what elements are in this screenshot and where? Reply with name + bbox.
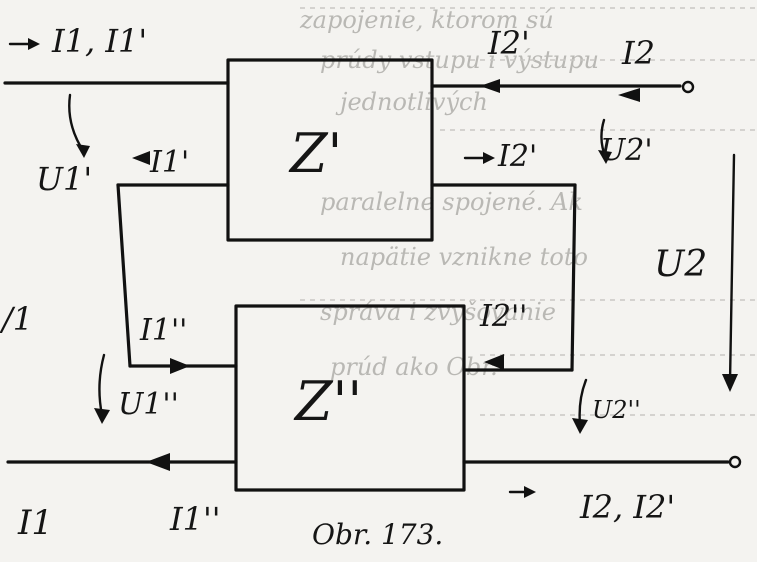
label-i1-i1prime-top: I1, I1' (51, 22, 147, 60)
bleed-line: paralelne spojené. Ak (320, 188, 583, 216)
label-left-mark: /1 (0, 300, 33, 338)
bleed-line: zapojenie, ktorom sú (299, 6, 554, 34)
label-i2-top: I2 (621, 34, 655, 72)
circuit-wires (3, 80, 742, 469)
label-u2: U2 (654, 244, 707, 285)
label-i1prime-mid: I1' (149, 145, 189, 180)
label-i1-bottom: I1 (17, 503, 53, 543)
label-i2doubleprime: I2'' (479, 299, 527, 334)
block-z-double-prime (234, 304, 466, 492)
bleed-line: jednotlivých (335, 88, 488, 116)
figure-caption: Obr. 173. (312, 518, 443, 551)
current-arrows (8, 38, 640, 498)
label-i1doubleprime-bottom: I1'' (169, 500, 221, 538)
label-i2prime-top: I2' (487, 24, 530, 62)
label-u2prime: U2' (600, 133, 653, 168)
label-i2-i2prime-bottom: I2, I2' (579, 488, 675, 526)
block-z-double-prime-label: Z'' (293, 370, 362, 433)
block-z-prime-label: Z' (288, 122, 342, 185)
bleed-line: napätie vznikne toto (340, 243, 588, 271)
bleed-line: správa i zvyšovanie (320, 298, 556, 326)
handwritten-labels: I1, I1' I2' I2 I1' I2' U1' U2' U2 /1 I1'… (0, 22, 707, 551)
ruled-lines (300, 7, 757, 416)
bleed-line: prúd ako Obr. (330, 353, 498, 381)
label-i1doubleprime: I1'' (139, 313, 187, 348)
label-u1prime: U1' (36, 160, 92, 198)
block-z-prime (226, 58, 434, 242)
label-i2prime-mid: I2' (497, 139, 537, 174)
label-u2doubleprime: U2'' (592, 396, 641, 424)
voltage-arrows (68, 93, 738, 434)
label-u1doubleprime: U1'' (118, 387, 179, 422)
background-bleed-text: zapojenie, ktorom sú prúdy vstupu i výst… (299, 6, 599, 381)
